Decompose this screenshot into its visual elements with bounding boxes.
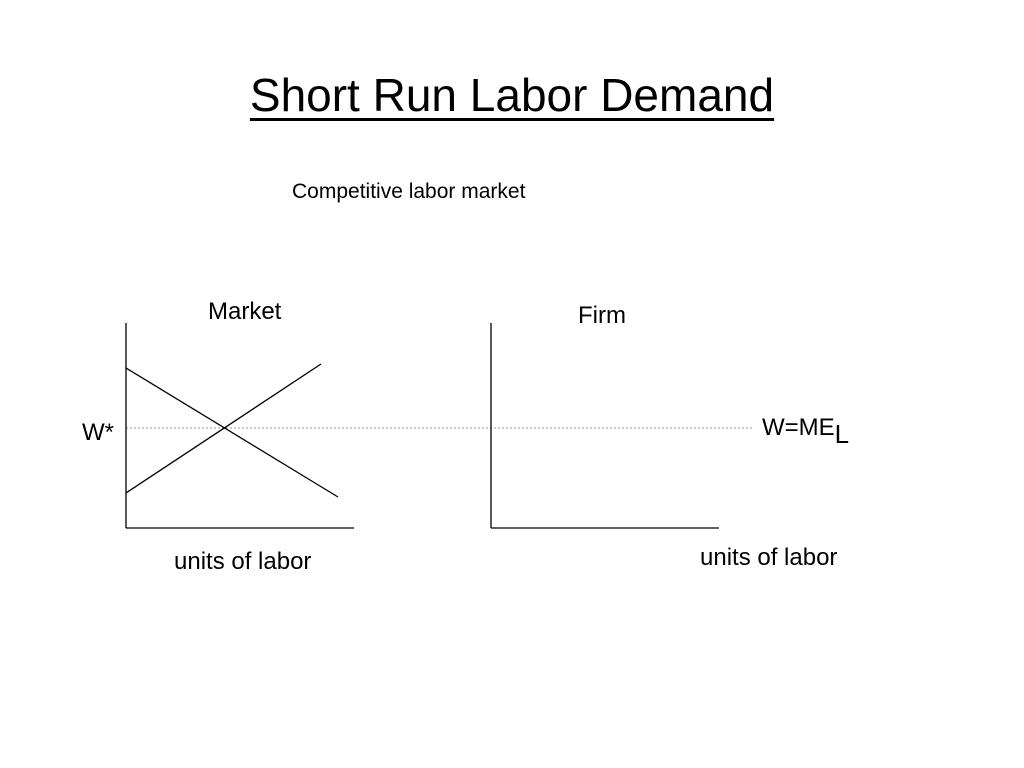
wage-line-label-subscript: L xyxy=(834,419,850,449)
market-label: Market xyxy=(208,298,282,325)
slide-title: Short Run Labor Demand xyxy=(249,69,775,121)
wage-equilibrium-label: W* xyxy=(82,419,114,446)
market-supply-curve xyxy=(125,363,322,494)
firm-x-axis-label: units of labor xyxy=(700,544,838,571)
market-x-axis-label: units of labor xyxy=(174,548,312,575)
market-demand-curve xyxy=(125,367,339,498)
slide-subtitle: Competitive labor market xyxy=(292,180,526,203)
firm-label: Firm xyxy=(578,302,626,329)
wage-line-label: W=MEL xyxy=(762,411,849,449)
wage-line-label-main: W=ME xyxy=(762,414,835,441)
